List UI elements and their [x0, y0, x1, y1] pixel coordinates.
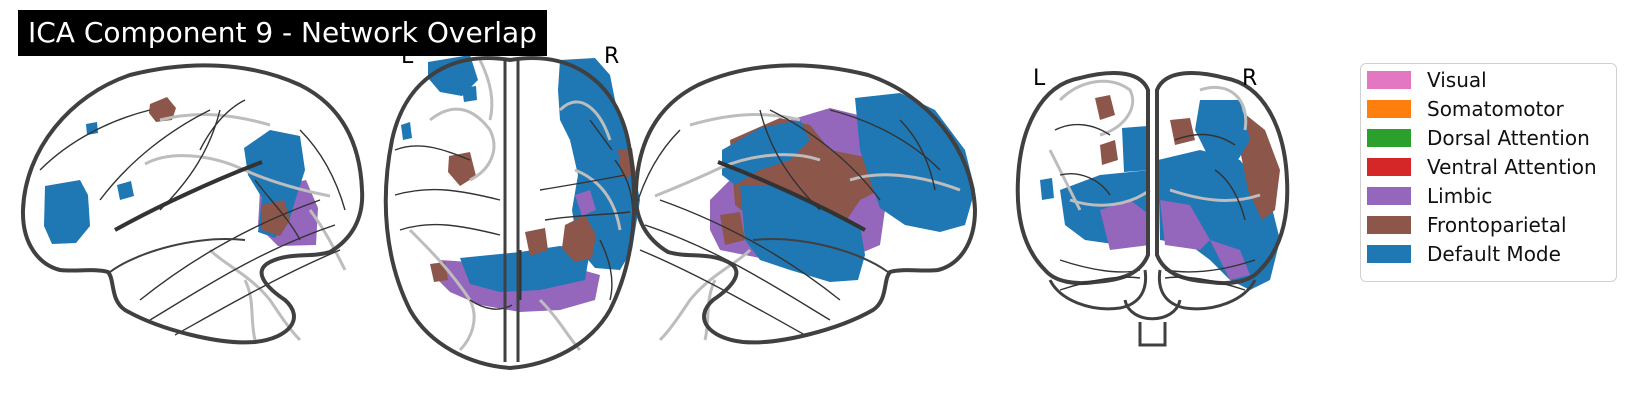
legend-swatch-frontoparietal	[1367, 216, 1411, 234]
axial-left-label: L	[401, 44, 414, 69]
legend-label-default-mode: Default Mode	[1427, 242, 1561, 266]
legend-item-limbic: Limbic	[1367, 182, 1492, 210]
coronal-vermis	[1123, 299, 1182, 321]
coronal-right-label: R	[1242, 66, 1258, 91]
sagittal-left-overlay	[44, 97, 318, 246]
legend-swatch-visual	[1367, 71, 1411, 89]
legend-label-somatomotor: Somatomotor	[1427, 97, 1564, 121]
legend-swatch-somatomotor	[1367, 100, 1411, 118]
legend-label-visual: Visual	[1427, 68, 1487, 92]
sagittal-right-view	[633, 63, 978, 345]
sagittal-left-sylvian	[114, 160, 263, 232]
legend-item-frontoparietal: Frontoparietal	[1367, 211, 1567, 239]
sagittal-right-sylvian	[717, 160, 866, 232]
axial-outline	[383, 56, 637, 371]
coronal-cerebellum-right	[1157, 269, 1257, 311]
sagittal-left-view	[20, 63, 365, 345]
legend-swatch-default-mode	[1367, 245, 1411, 263]
coronal-sulci	[1048, 79, 1261, 211]
coronal-brainstem	[1138, 322, 1167, 347]
sagittal-left-outline	[20, 63, 365, 345]
legend-label-frontoparietal: Frontoparietal	[1427, 213, 1567, 237]
legend-item-default-mode: Default Mode	[1367, 240, 1561, 268]
axial-view	[383, 55, 640, 371]
legend-item-ventral-attention: Ventral Attention	[1367, 153, 1597, 181]
legend-label-ventral-attention: Ventral Attention	[1427, 155, 1597, 179]
legend-item-dorsal-attention: Dorsal Attention	[1367, 124, 1590, 152]
legend-label-dorsal-attention: Dorsal Attention	[1427, 126, 1590, 150]
sagittal-right-outline	[633, 63, 978, 345]
coronal-left-label: L	[1033, 66, 1046, 91]
sagittal-right-overlay	[710, 93, 975, 282]
coronal-right-hemisphere-outline	[1155, 71, 1290, 286]
network-legend: Visual Somatomotor Dorsal Attention Vent…	[1360, 63, 1617, 282]
figure-title: ICA Component 9 - Network Overlap	[18, 10, 547, 56]
sagittal-right-temporal-edge	[752, 238, 889, 273]
coronal-left-hemisphere-outline	[1015, 71, 1150, 286]
sagittal-left-temporal-edge	[109, 238, 246, 273]
axial-right-label: R	[604, 44, 620, 69]
legend-swatch-ventral-attention	[1367, 158, 1411, 176]
coronal-cerebellum-left	[1048, 269, 1148, 311]
axial-gyri	[394, 145, 634, 310]
legend-item-somatomotor: Somatomotor	[1367, 95, 1564, 123]
sagittal-left-gyri	[39, 99, 346, 336]
sagittal-left-sulci	[144, 113, 347, 342]
axial-midline	[503, 58, 520, 362]
sagittal-right-sulci	[654, 113, 961, 342]
axial-sulci	[408, 59, 622, 352]
legend-item-visual: Visual	[1367, 66, 1487, 94]
sagittal-right-gyri	[634, 109, 941, 336]
legend-swatch-limbic	[1367, 187, 1411, 205]
legend-swatch-dorsal-attention	[1367, 129, 1411, 147]
coronal-overlay	[1040, 95, 1280, 290]
legend-label-limbic: Limbic	[1427, 184, 1493, 208]
coronal-view	[1015, 71, 1290, 347]
